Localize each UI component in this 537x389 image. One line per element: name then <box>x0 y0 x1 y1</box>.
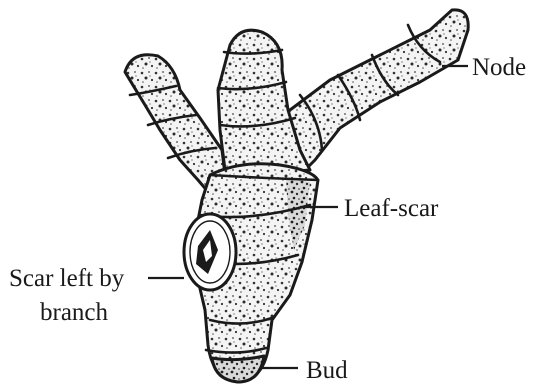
central-shoot <box>218 30 310 175</box>
label-scar-line2: branch <box>40 299 109 326</box>
branch-scar <box>184 214 236 290</box>
label-node: Node <box>472 54 526 81</box>
label-scar-line1: Scar left by <box>9 265 125 292</box>
label-bud: Bud <box>306 357 348 384</box>
label-leaf-scar: Leaf-scar <box>344 195 439 222</box>
